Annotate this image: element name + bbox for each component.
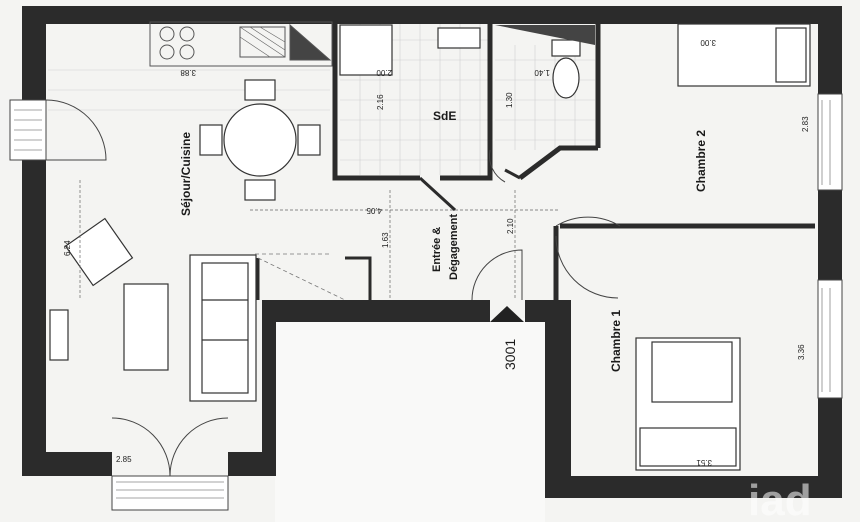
dim-chambre2-height: 2.83 <box>801 116 810 132</box>
dim-wc-height: 1.30 <box>505 92 514 108</box>
courtyard-area <box>275 318 545 522</box>
dim-sde-height: 2.16 <box>376 94 385 110</box>
thin-walls <box>256 168 521 300</box>
dim-chambre1-width: 3.51 <box>696 458 712 467</box>
label-entree-2: Dégagement <box>448 214 460 280</box>
dim-wc-width: 1.40 <box>534 68 550 77</box>
bathroom-fixtures <box>339 24 581 99</box>
dimension-lines <box>79 180 560 300</box>
living-furniture <box>49 217 257 402</box>
unit-number: 3001 <box>502 339 518 370</box>
entrance-arrow <box>490 306 524 322</box>
dim-bed2-width: 3.00 <box>700 38 716 47</box>
dim-sejour-height: 6.24 <box>63 240 72 256</box>
tile-grid <box>48 22 595 175</box>
dim-sde-width: 2.00 <box>376 68 392 77</box>
closet-lines <box>255 253 346 301</box>
label-sde: SdE <box>433 109 456 123</box>
label-sejour: Séjour/Cuisine <box>179 132 193 216</box>
label-chambre1: Chambre 1 <box>609 310 623 372</box>
label-chambre2: Chambre 2 <box>694 130 708 192</box>
label-entree-1: Entrée & <box>431 227 443 272</box>
dim-chambre1-height: 3.36 <box>797 344 806 360</box>
walls <box>22 6 842 498</box>
window-mullions <box>14 100 831 499</box>
sink-hatch <box>239 26 286 58</box>
dim-kitchen-width: 3.88 <box>180 68 196 77</box>
kitchen-counter <box>149 21 333 67</box>
wc-counter <box>495 25 595 45</box>
dim-entree-width: 4.05 <box>366 206 382 215</box>
dim-entree-height: 1.63 <box>381 232 390 248</box>
watermark-logo: iad <box>748 476 812 522</box>
dining-table <box>199 79 321 201</box>
dim-degagement-height: 2.10 <box>506 218 515 234</box>
door-swings <box>45 99 621 477</box>
dim-sejour-bottom: 2.85 <box>116 455 132 464</box>
beds <box>635 23 811 471</box>
